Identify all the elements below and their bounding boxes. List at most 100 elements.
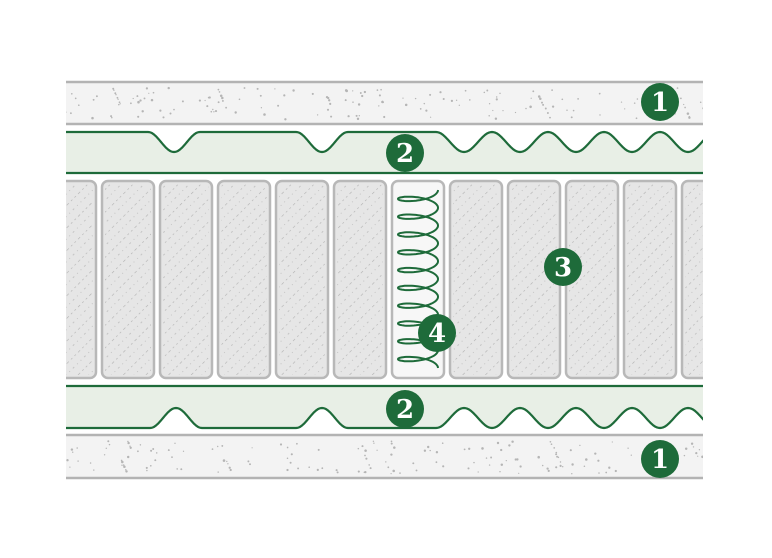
foam-speckle: [126, 455, 130, 459]
label-top-comfort: 2: [396, 139, 414, 169]
label-badge-bottom-comfort: 2: [386, 390, 424, 428]
foam-speckle: [423, 102, 426, 105]
foam-speckle: [481, 447, 484, 450]
foam-speckle: [207, 96, 210, 99]
foam-speckle: [167, 86, 170, 90]
foam-speckle: [516, 458, 519, 461]
foam-speckle: [383, 115, 386, 119]
foam-speckle: [327, 96, 330, 100]
foam-speckle: [499, 92, 501, 95]
foam-speckle: [393, 446, 396, 449]
foam-speckle: [542, 103, 545, 106]
foam-speckle: [488, 464, 491, 466]
foam-speckle: [330, 115, 333, 118]
foam-speckle: [286, 457, 289, 459]
foam-speckle: [492, 109, 494, 112]
foam-speckle: [494, 117, 498, 120]
foam-speckle: [173, 108, 175, 111]
foam-speckle: [222, 459, 226, 462]
foam-speckle: [72, 451, 74, 453]
label-bottom-foam: 1: [651, 445, 669, 475]
foam-speckle: [297, 467, 300, 470]
foam-speckle: [146, 469, 148, 472]
foam-speckle: [555, 466, 558, 469]
foam-speckle: [683, 103, 685, 106]
foam-speckle: [583, 465, 586, 468]
foam-speckle: [243, 87, 246, 89]
foam-speckle: [502, 109, 504, 112]
label-badge-pocket-coils: 3: [544, 248, 582, 286]
foam-speckle: [532, 90, 535, 93]
foam-speckle: [390, 442, 393, 445]
foam-speckle: [364, 449, 367, 452]
foam-speckle: [125, 470, 128, 473]
foam-speckle: [701, 455, 703, 459]
foam-speckle: [145, 466, 148, 469]
foam-speckle: [376, 449, 378, 451]
foam-speckle: [541, 101, 543, 104]
foam-speckle: [206, 105, 209, 108]
foam-speckle: [442, 97, 445, 101]
foam-speckle: [114, 92, 117, 95]
foam-speckle: [477, 471, 479, 473]
foam-speckle: [357, 103, 361, 106]
foam-speckle: [441, 442, 444, 444]
foam-speckle: [378, 94, 381, 97]
foam-speckle: [605, 471, 608, 474]
foam-speckle: [91, 116, 94, 120]
foam-speckle: [566, 109, 568, 111]
foam-speckle: [599, 114, 601, 116]
foam-speckle: [636, 98, 639, 100]
foam-speckle: [488, 115, 490, 117]
comfort-bottom-fill: [66, 386, 703, 428]
foam-speckle: [139, 444, 142, 446]
foam-speckle: [614, 469, 617, 473]
foam-speckle: [117, 98, 119, 100]
foam-speckle: [152, 448, 155, 450]
coil-pocket-hatch: [685, 184, 703, 375]
foam-speckle: [61, 447, 64, 450]
bottom-foam-layer: [61, 433, 703, 480]
foam-speckle: [225, 106, 228, 109]
foam-speckle: [93, 469, 95, 471]
foam-speckle: [559, 464, 562, 467]
label-badge-bottom-foam: 1: [641, 440, 679, 478]
foam-speckle: [702, 107, 703, 110]
foam-speckle: [221, 96, 224, 100]
foam-speckle: [423, 449, 427, 452]
foam-speckle: [311, 92, 314, 95]
foam-speckle: [263, 113, 266, 116]
foam-speckle: [61, 118, 63, 120]
foam-speckle: [537, 95, 541, 98]
foam-speckle: [547, 469, 550, 472]
foam-speckle: [217, 445, 219, 448]
foam-speckle: [404, 103, 408, 107]
foam-speckle: [344, 89, 348, 92]
foam-speckle: [89, 462, 92, 464]
foam-speckle: [390, 440, 393, 443]
foam-speckle: [107, 440, 110, 443]
foam-speckle: [455, 99, 458, 101]
foam-speckle: [212, 108, 214, 111]
foam-speckle: [468, 447, 471, 450]
foam-speckle: [598, 92, 601, 95]
foam-speckle: [127, 441, 130, 445]
foam-speckle: [429, 116, 432, 118]
foam-speckle: [326, 108, 330, 111]
foam-speckle: [539, 97, 542, 101]
foam-speckle: [495, 98, 498, 101]
foam-speckle: [594, 452, 597, 455]
foam-speckle: [577, 98, 579, 100]
foam-speckle: [180, 468, 183, 471]
coil-pocket-hatch: [511, 184, 557, 375]
foam-speckle: [550, 443, 553, 446]
foam-speckle: [415, 469, 418, 472]
foam-speckle: [70, 112, 72, 115]
foam-speckle: [500, 463, 504, 467]
foam-speckle: [92, 98, 95, 101]
foam-speckle: [316, 468, 319, 472]
foam-speckle: [546, 467, 549, 470]
foam-speckle: [228, 466, 231, 469]
comfort-top-fill: [66, 132, 703, 173]
foam-speckle: [624, 108, 626, 110]
